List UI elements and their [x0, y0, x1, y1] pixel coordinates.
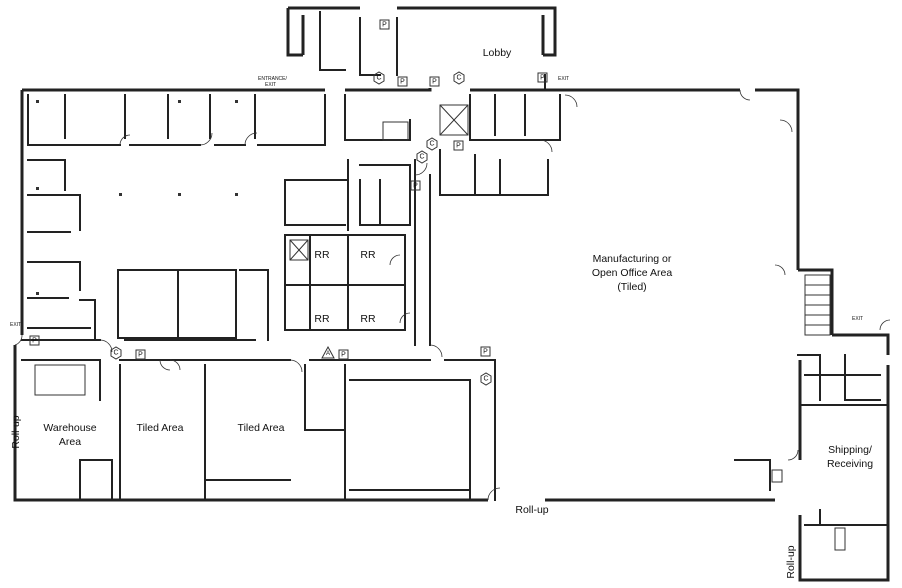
svg-text:P: P: [32, 338, 37, 345]
svg-text:A: A: [326, 351, 330, 357]
entrance-exit-label-line2: EXIT: [265, 82, 276, 88]
roll-up-label-bottom: Roll-up: [515, 504, 548, 516]
column-markers: [36, 100, 238, 295]
room-label-shipping-line1: Shipping/: [828, 444, 872, 456]
room-label-restroom-1: RR: [314, 249, 330, 261]
p-symbol: P: [480, 346, 491, 357]
svg-text:C: C: [456, 75, 461, 82]
c-symbol: C: [426, 137, 438, 151]
door-swings: [14, 89, 891, 501]
p-symbol: P: [29, 335, 40, 346]
entrance-exit-label-line1: ENTRANCE/: [258, 76, 288, 82]
exit-labels: ENTRANCE/ EXIT EXIT EXIT EXIT: [10, 76, 863, 328]
svg-text:C: C: [113, 350, 118, 357]
svg-text:C: C: [419, 154, 424, 161]
room-label-manufacturing-line3: (Tiled): [617, 281, 646, 293]
p-symbol: P: [135, 349, 146, 360]
p-symbol: P: [429, 76, 440, 87]
c-symbol: C: [373, 71, 385, 85]
room-label-restroom-2: RR: [360, 249, 376, 261]
room-labels: Lobby Manufacturing or Open Office Area …: [43, 47, 873, 470]
svg-text:P: P: [483, 349, 488, 356]
svg-text:P: P: [540, 75, 545, 82]
p-symbol: P: [338, 349, 349, 360]
room-label-restroom-3: RR: [314, 313, 330, 325]
room-label-warehouse-line2: Area: [59, 436, 81, 448]
exit-label-right: EXIT: [852, 316, 863, 322]
room-label-manufacturing-line1: Manufacturing or: [593, 253, 672, 265]
svg-text:P: P: [456, 143, 461, 150]
exit-label-left: EXIT: [10, 322, 21, 328]
svg-text:C: C: [483, 376, 488, 383]
svg-text:C: C: [376, 75, 381, 82]
a-symbol: A: [321, 345, 335, 359]
c-symbol: C: [453, 71, 465, 85]
interior-walls: [21, 11, 889, 551]
room-label-tiled-area-2: Tiled Area: [238, 422, 285, 434]
p-symbol: P: [397, 76, 408, 87]
room-label-lobby: Lobby: [483, 47, 512, 59]
svg-text:P: P: [400, 79, 405, 86]
roll-up-label-left: Roll-up: [10, 415, 22, 448]
svg-text:P: P: [341, 352, 346, 359]
room-label-manufacturing-line2: Open Office Area: [592, 267, 673, 279]
roll-up-label-right: Roll-up: [785, 545, 797, 578]
svg-text:P: P: [413, 183, 418, 190]
svg-text:P: P: [138, 352, 143, 359]
c-symbol: C: [110, 346, 122, 360]
c-symbol: C: [416, 150, 428, 164]
p-symbol: P: [453, 140, 464, 151]
p-symbol: P: [537, 72, 548, 83]
c-symbol: C: [480, 372, 492, 386]
svg-text:P: P: [432, 79, 437, 86]
p-symbol: P: [410, 180, 421, 191]
outer-walls: [13, 6, 890, 582]
room-label-restroom-4: RR: [360, 313, 376, 325]
svg-text:P: P: [382, 22, 387, 29]
symbols: P P P P P P P P P P C C C C C C A: [29, 19, 548, 386]
p-symbol: P: [379, 19, 390, 30]
room-label-shipping-line2: Receiving: [827, 458, 873, 470]
room-label-tiled-area-1: Tiled Area: [137, 422, 184, 434]
exit-label-lobby: EXIT: [558, 76, 569, 82]
roll-up-labels: Roll-up Roll-up Roll-up: [10, 415, 797, 578]
svg-text:C: C: [429, 141, 434, 148]
room-label-warehouse-line1: Warehouse: [43, 422, 96, 434]
